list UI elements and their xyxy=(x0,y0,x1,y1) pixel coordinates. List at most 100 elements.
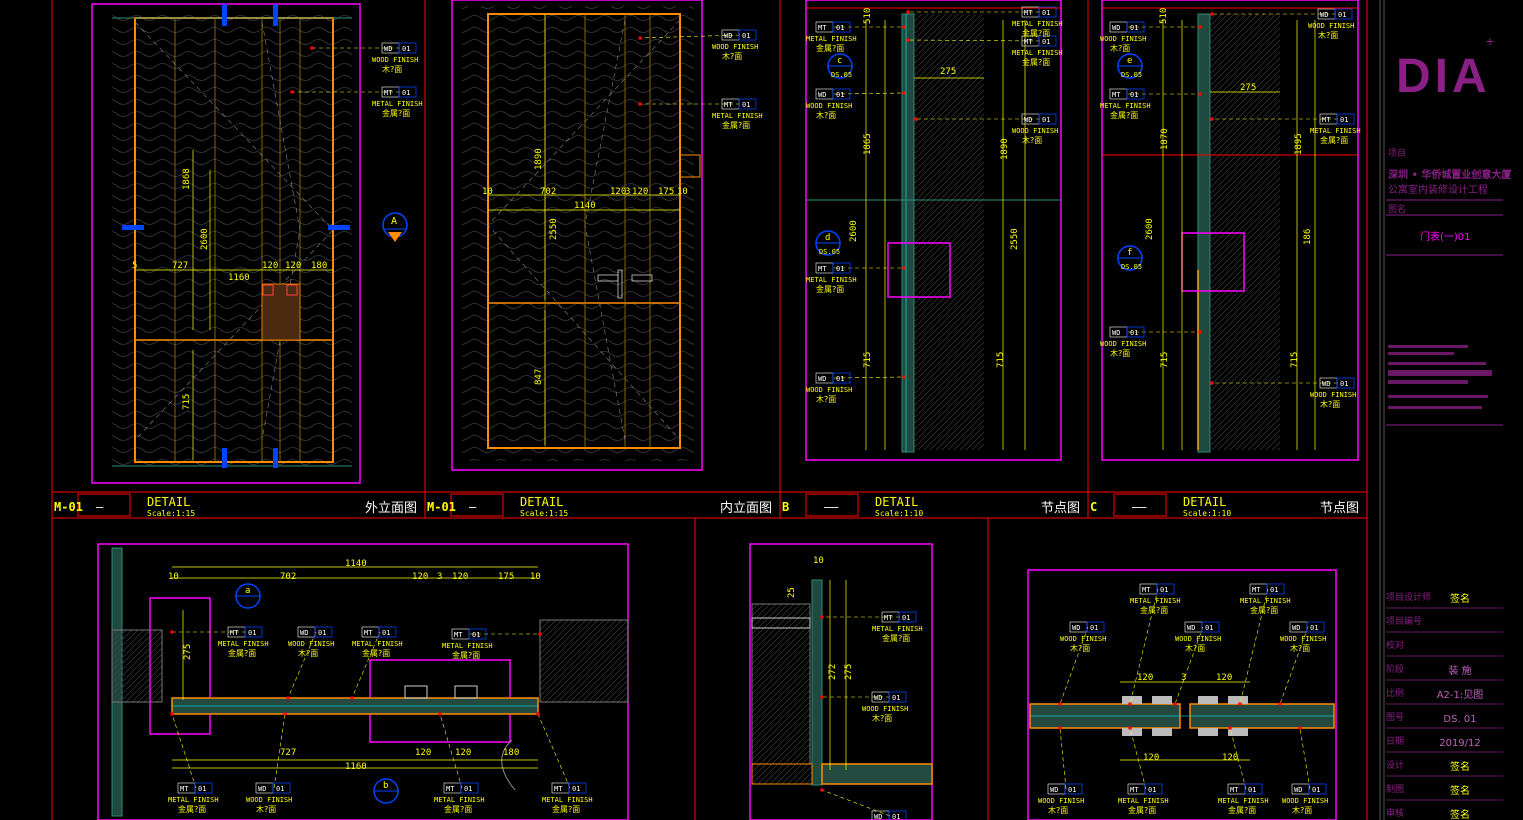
tag-material-en: METAL FINISH xyxy=(434,796,485,804)
tag-number: 01 xyxy=(402,89,410,97)
detail-title: DETAIL xyxy=(1183,495,1226,509)
marker-label-b: b xyxy=(383,781,388,791)
tag-material-cn: 木?面 xyxy=(1022,135,1042,145)
plan-dim-1140: 1140 xyxy=(345,559,367,569)
tag-material-cn: 金属?面 xyxy=(1250,605,1278,615)
tag-material-cn: 木?面 xyxy=(1070,643,1090,653)
detail-scale: Scale:1:10 xyxy=(1183,509,1231,518)
row-value: 签名 xyxy=(1450,592,1470,605)
tag-number: 01 xyxy=(1042,116,1050,124)
tag-code: WD xyxy=(1072,624,1080,632)
tag-number: 01 xyxy=(1068,786,1076,794)
sheet-frame xyxy=(51,0,1385,820)
detail-marker-d[interactable]: d DS.05 xyxy=(815,230,841,256)
tag-code: MT xyxy=(818,24,827,32)
tag-material-cn: 木?面 xyxy=(1185,643,1205,653)
tag-number: 01 xyxy=(742,32,750,40)
tag-code: MT xyxy=(1130,786,1139,794)
tag-code: MT xyxy=(1024,9,1033,17)
plan-dim-10a: 10 xyxy=(168,572,179,582)
tag-number: 01 xyxy=(1160,586,1168,594)
c-dim-510: 510 xyxy=(1159,8,1169,24)
tag-number: 01 xyxy=(1090,624,1098,632)
svg-text:+: + xyxy=(1486,33,1494,49)
int-dim-1140: 1140 xyxy=(574,201,596,211)
tag-number: 01 xyxy=(1205,624,1213,632)
marker-label-c: c xyxy=(837,56,842,66)
tag-material-cn: 木?面 xyxy=(872,713,892,723)
tag-material-cn: 金属?面 xyxy=(452,650,480,660)
tag-code: MT xyxy=(1112,91,1121,99)
detail-marker-b[interactable]: b xyxy=(373,778,399,804)
int-dim-3: 3 xyxy=(625,187,630,197)
tag-material-en: WOOD FINISH xyxy=(806,102,852,110)
tag-number: 01 xyxy=(1338,11,1346,19)
detail-scale: Scale:1:15 xyxy=(147,509,195,518)
plan-dim-727: 727 xyxy=(280,748,296,758)
detail-title: DETAIL xyxy=(875,495,918,509)
title-block-row: 审核签名 xyxy=(1386,807,1470,820)
detail-sub: — xyxy=(469,500,477,514)
detail-marker-c[interactable]: c DS.05 xyxy=(827,53,853,79)
title-block-row: 设计签名 xyxy=(1386,759,1503,777)
tag-number: 01 xyxy=(1130,91,1138,99)
tag-number: 01 xyxy=(318,629,326,637)
tag-material-en: WOOD FINISH xyxy=(246,796,292,804)
tag-material-en: METAL FINISH xyxy=(372,100,423,108)
tag-material-cn: 金属?面 xyxy=(816,284,844,294)
tag-material-en: METAL FINISH xyxy=(806,35,857,43)
row-label: 日期 xyxy=(1386,736,1404,747)
tag-code: MT xyxy=(1142,586,1151,594)
tag-material-cn: 木?面 xyxy=(1290,643,1310,653)
row-label: 项目编号 xyxy=(1386,615,1422,627)
tag-material-cn: 金属?面 xyxy=(1022,28,1050,38)
tag-code: MT xyxy=(1322,116,1331,124)
detail-marker-f[interactable]: f DS.05 xyxy=(1117,245,1143,271)
tag-material-cn: 木?面 xyxy=(1110,43,1130,53)
row-value: 2019/12 xyxy=(1439,738,1481,749)
row-label: 阶段 xyxy=(1386,663,1404,675)
tag-code: WD xyxy=(818,375,826,383)
detail-marker-e[interactable]: e DS.05 xyxy=(1117,53,1143,79)
tag-number: 01 xyxy=(198,785,206,793)
ms-dim-3: 3 xyxy=(1181,673,1186,683)
tag-material-en: METAL FINISH xyxy=(218,640,269,648)
tag-code: MT xyxy=(1024,38,1033,46)
marker-ref-c: DS.05 xyxy=(831,71,852,79)
tag-number: 01 xyxy=(902,614,910,622)
tag-material-cn: 木?面 xyxy=(1110,348,1130,358)
ext-dim-2600: 2600 xyxy=(200,228,210,250)
drawing-label: 图名 xyxy=(1388,203,1406,215)
ms-dim-120c: 120 xyxy=(1143,753,1159,763)
row-label: 审核 xyxy=(1386,807,1404,819)
tag-number: 01 xyxy=(1248,786,1256,794)
row-label: 校对 xyxy=(1386,639,1404,651)
tag-code: WD xyxy=(1294,786,1302,794)
title-block-row: 日期 2019/12 xyxy=(1386,736,1503,753)
tag-code: WD xyxy=(258,785,266,793)
c-dim-2600: 2600 xyxy=(1145,218,1155,240)
ext-dim-1160: 1160 xyxy=(228,273,250,283)
detail-tag: B xyxy=(782,500,789,514)
plan-dim-120a: 120 xyxy=(412,572,428,582)
tag-material-cn: 金属?面 xyxy=(444,804,472,814)
tag-material-en: METAL FINISH xyxy=(1218,797,1269,805)
section-marker-a[interactable]: A xyxy=(382,212,408,242)
b-dim-510: 510 xyxy=(863,8,873,24)
detail-marker-a[interactable]: a xyxy=(235,583,261,609)
tag-number: 01 xyxy=(1130,24,1138,32)
b-dim-275: 275 xyxy=(940,67,956,77)
int-dim-1890: 1890 xyxy=(534,148,544,170)
tag-material-cn: 金属?面 xyxy=(552,804,580,814)
